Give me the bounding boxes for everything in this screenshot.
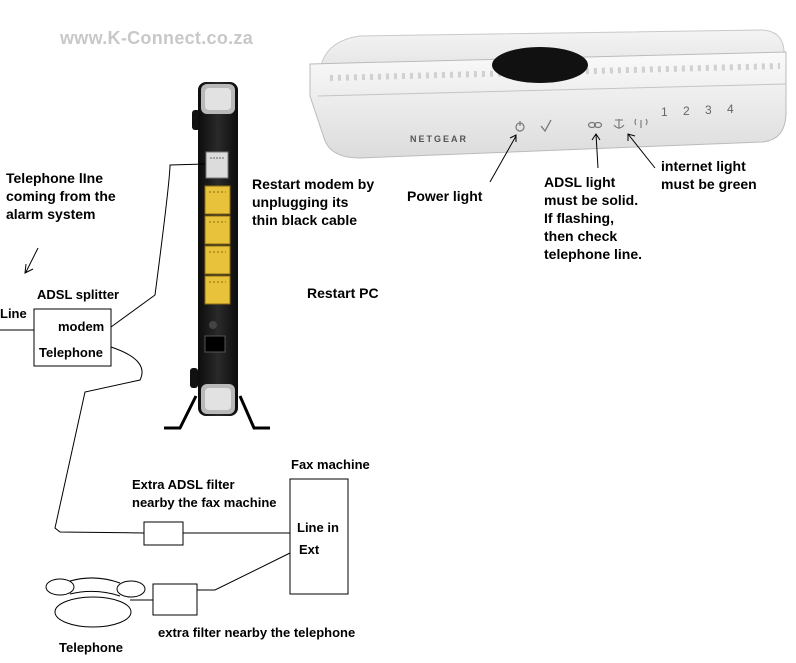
router-light-arrows: [489, 133, 656, 183]
fax-machine-label: Fax machine: [291, 457, 370, 472]
telephone-drawing: [45, 577, 146, 628]
port-number-2: 2: [683, 104, 690, 118]
extra-filter-fax-label: Extra ADSL filter nearby the fax machine: [132, 477, 277, 510]
restart-pc-label: Restart PC: [307, 285, 379, 301]
telephone-port-label: Telephone: [39, 345, 104, 360]
modem-port-label: modem: [58, 319, 105, 334]
adsl-splitter-box: [33, 308, 112, 367]
modem-cable: [110, 163, 206, 328]
line-label: Line: [0, 306, 27, 321]
modem-stand: [164, 395, 270, 430]
line-in-label: Line in: [297, 520, 339, 535]
fax-ext-to-phone-filter: [197, 552, 291, 591]
modem-reset-button: [209, 321, 217, 329]
restart-modem-label: Restart modem by unplugging its thin bla…: [252, 176, 375, 228]
fax-filter-box: [143, 521, 184, 546]
ethernet-ports: [204, 185, 231, 305]
check-icon: [540, 119, 552, 133]
power-light-label: Power light: [407, 188, 483, 204]
internet-light-arrow: [627, 133, 656, 169]
router-top-dome: [492, 47, 588, 83]
internet-icon: [613, 119, 625, 129]
router-brand-logo: NETGEAR: [410, 134, 468, 144]
netgear-router: NETGEAR 1 2 3 4: [309, 29, 787, 159]
phone-jack-port: [205, 151, 229, 179]
adsl-splitter-label: ADSL splitter: [37, 287, 120, 302]
adsl-light-arrow: [591, 133, 601, 169]
telephone-line-label: Telephone lIne coming from the alarm sys…: [6, 170, 116, 222]
ext-label: Ext: [299, 542, 320, 557]
telephone-label: Telephone: [59, 640, 124, 655]
router-led-row: 1 2 3 4: [515, 102, 734, 133]
watermark-text: www.K-Connect.co.za: [60, 28, 254, 48]
alarm-arrow: [24, 247, 39, 274]
internet-light-label: internet light must be green: [661, 158, 757, 192]
adsl-modem: [164, 82, 270, 430]
wireless-icon: [634, 118, 648, 128]
extra-filter-phone-label: extra filter nearby the telephone: [158, 625, 356, 640]
wiring: [0, 163, 291, 601]
power-socket: [204, 335, 226, 353]
adsl-light-label: ADSL light must be solid. If flashing, t…: [544, 174, 643, 262]
port-number-4: 4: [727, 102, 734, 116]
telephone-wire: [54, 346, 145, 534]
fax-machine-box: [289, 478, 349, 595]
port-number-3: 3: [705, 103, 712, 117]
adsl-link-icon: [587, 121, 603, 129]
phone-filter-box: [152, 583, 198, 616]
port-number-1: 1: [661, 105, 668, 119]
power-light-arrow: [489, 134, 517, 183]
